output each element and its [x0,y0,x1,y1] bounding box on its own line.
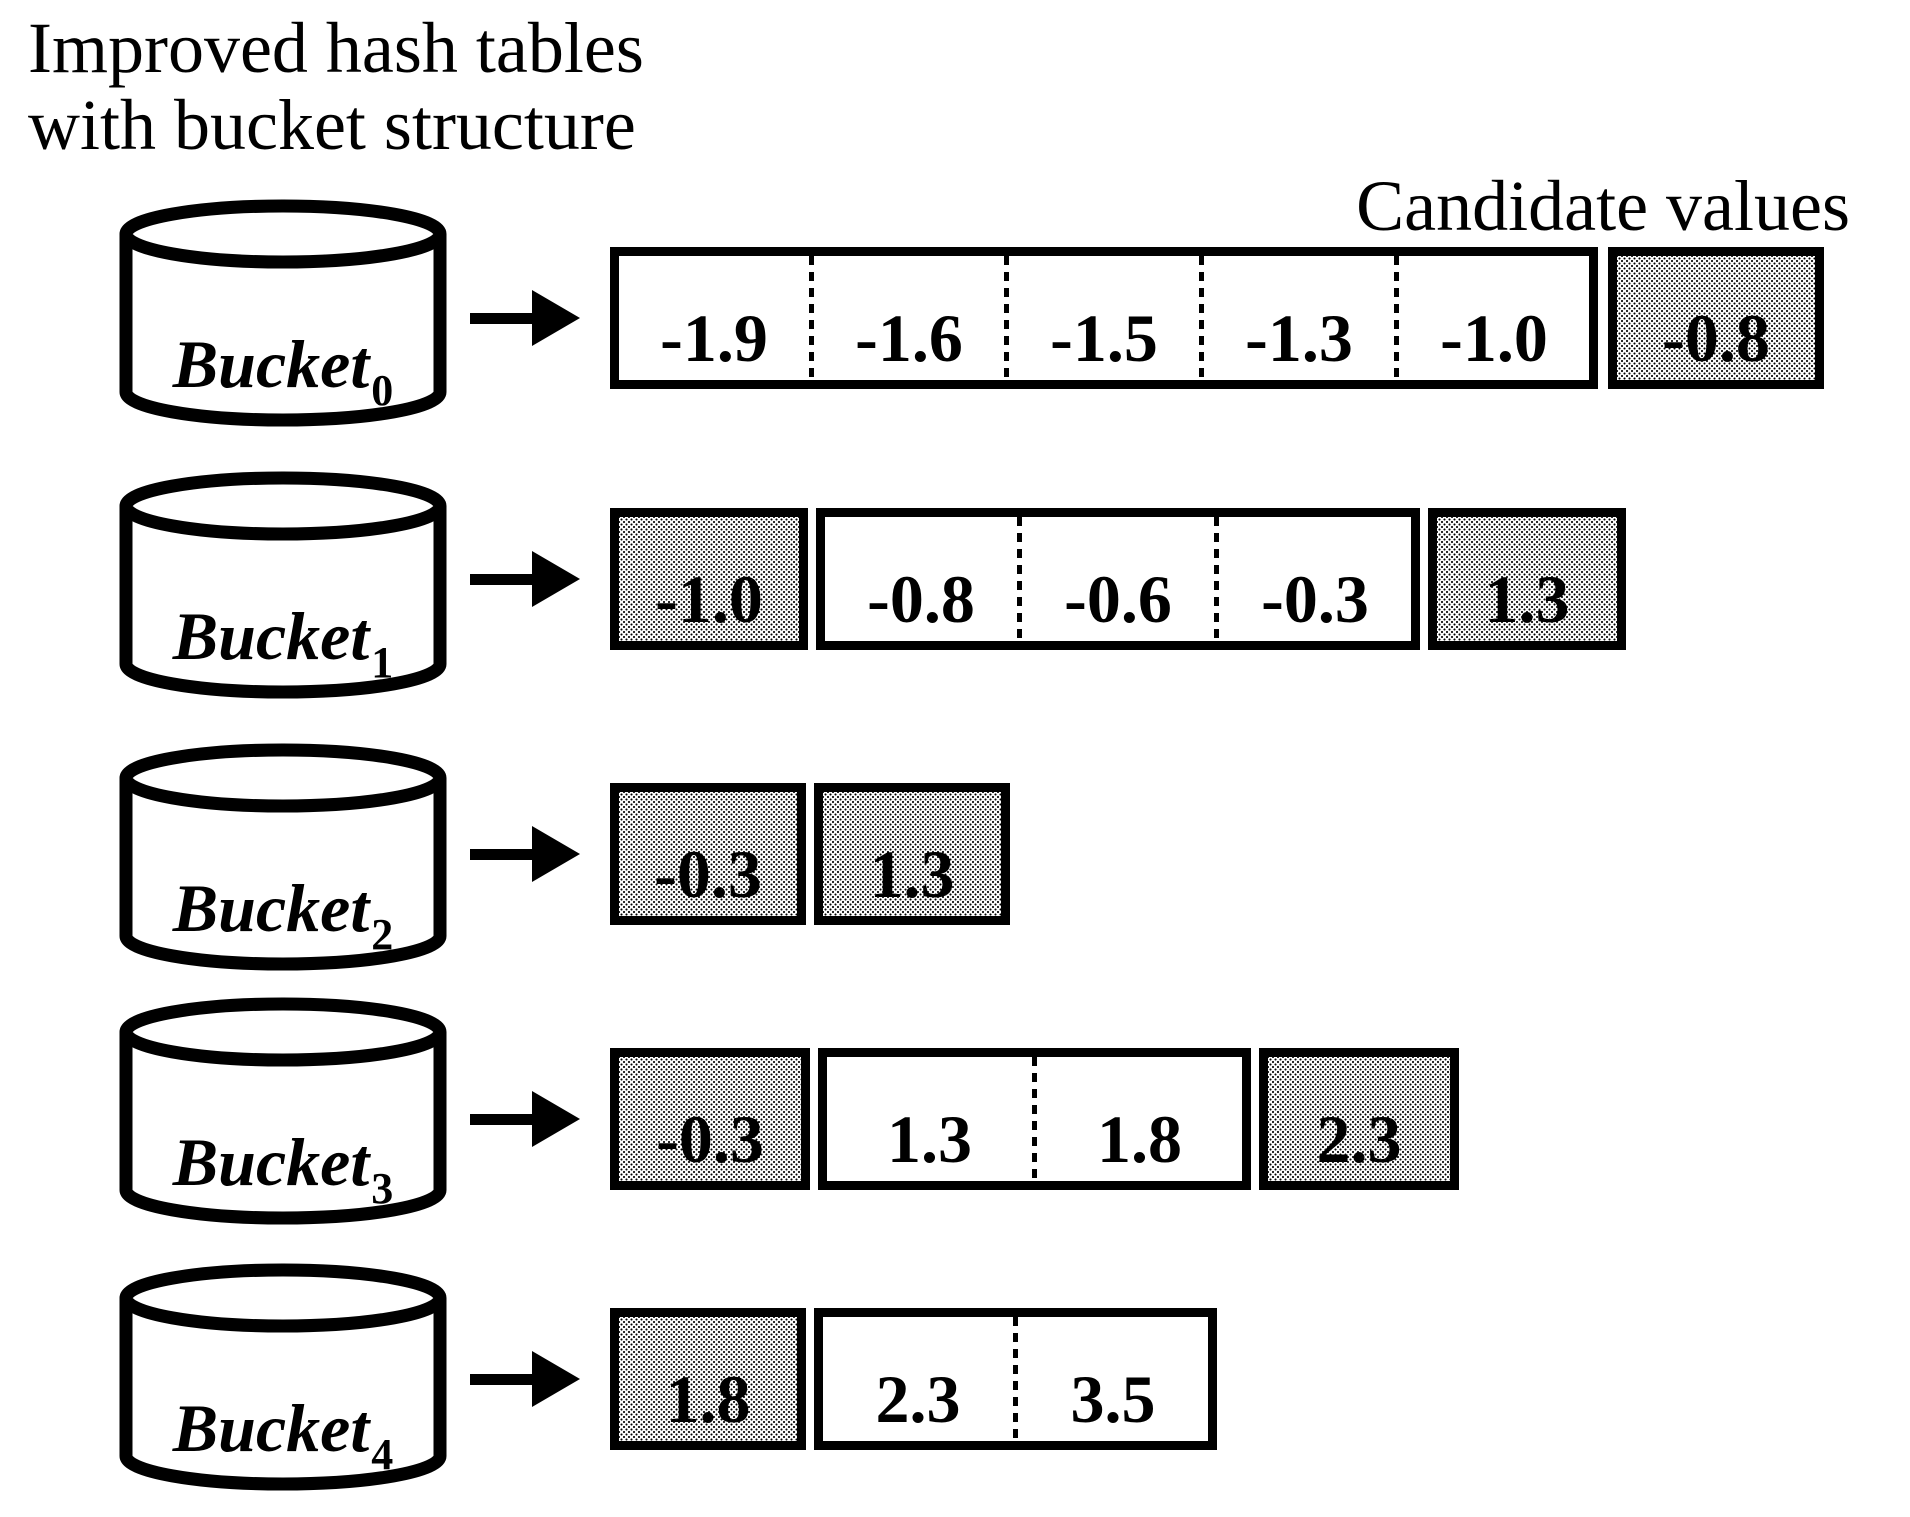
candidate-cell: 1.8 [610,1308,806,1450]
bucket-label-subscript: 4 [371,1430,394,1479]
bucket-cells: -0.3 1.3 1.8 2.3 [610,1048,1459,1190]
bucket-label-subscript: 1 [371,638,394,687]
bucket-label-text: Bucket [172,326,370,402]
arrow-head [532,551,580,607]
database-cylinder-icon [119,743,447,971]
bucket-cells: -1.9 -1.6 -1.5 -1.3 -1.0 -0.8 [610,247,1824,389]
arrow-right-icon [470,1091,580,1147]
table-cell: 1.3 [887,1101,972,1177]
candidate-cell: 1.3 [1428,508,1626,650]
cell-separator [1004,256,1009,380]
diagram-title: Improved hash tables with bucket structu… [28,10,644,164]
table-cell: 3.5 [1070,1361,1156,1437]
bucket-label-subscript: 2 [371,910,394,959]
cell-separator [1199,256,1204,380]
candidate-cell: -0.3 [610,1048,810,1190]
bucket-row-0: Bucket0 -1.9 -1.6 -1.5 -1.3 -1.0 -0.8 [0,198,1910,438]
bucket-label-subscript: 0 [371,366,394,415]
bucket-label: Bucket4 [118,1394,448,1477]
arrow-shaft [470,312,534,324]
arrow-head [532,826,580,882]
table-cell: 1.8 [1097,1101,1182,1177]
arrow-head [532,290,580,346]
arrow-shaft [470,1373,534,1385]
bucket-cells: 1.8 2.3 3.5 [610,1308,1217,1450]
arrow-right-icon [470,1351,580,1407]
arrow-shaft [470,573,534,585]
bucket-label-subscript: 3 [371,1164,394,1213]
value-table: -0.8 -0.6 -0.3 [816,508,1420,650]
value-table: 2.3 3.5 [814,1308,1217,1450]
table-cell: -1.3 [1245,300,1353,376]
cell-separator [1214,517,1219,641]
bucket-cylinder: Bucket1 [118,470,448,700]
database-cylinder-icon [119,997,447,1225]
title-line-1: Improved hash tables [28,8,644,88]
candidate-cell: 2.3 [1259,1048,1459,1190]
database-cylinder-icon [119,199,447,427]
bucket-label-text: Bucket [172,1390,370,1466]
cell-separator [1017,517,1022,641]
database-cylinder-icon [119,1263,447,1491]
bucket-label-text: Bucket [172,598,370,674]
bucket-cylinder: Bucket2 [118,742,448,972]
arrow-head [532,1091,580,1147]
candidate-cell: 1.3 [814,783,1010,925]
arrow-shaft [470,848,534,860]
table-cell: -1.6 [855,300,963,376]
cell-separator [1013,1317,1018,1441]
database-cylinder-icon [119,471,447,699]
table-cell: -0.8 [867,561,975,637]
table-cell: -1.9 [660,300,768,376]
title-line-2: with bucket structure [28,85,636,165]
table-cell: -0.6 [1064,561,1172,637]
bucket-label-text: Bucket [172,1124,370,1200]
cell-separator [809,256,814,380]
bucket-label: Bucket0 [118,330,448,413]
bucket-cylinder: Bucket4 [118,1262,448,1492]
bucket-row-4: Bucket4 1.8 2.3 3.5 [0,1262,1910,1502]
bucket-label: Bucket2 [118,874,448,957]
cell-separator [1394,256,1399,380]
value-table: -1.9 -1.6 -1.5 -1.3 -1.0 [610,247,1598,389]
table-cell: -0.3 [1261,561,1369,637]
candidate-cell: -0.8 [1608,247,1824,389]
table-cell: -1.0 [1440,300,1548,376]
bucket-label: Bucket1 [118,602,448,685]
table-cell: -1.5 [1050,300,1158,376]
table-cell: 2.3 [875,1361,961,1437]
arrow-head [532,1351,580,1407]
candidate-cell: -0.3 [610,783,806,925]
candidate-cell: -1.0 [610,508,808,650]
arrow-right-icon [470,551,580,607]
value-table: 1.3 1.8 [818,1048,1251,1190]
cell-separator [1032,1057,1037,1181]
bucket-cylinder: Bucket0 [118,198,448,428]
bucket-label: Bucket3 [118,1128,448,1211]
bucket-label-text: Bucket [172,870,370,946]
bucket-row-3: Bucket3 -0.3 1.3 1.8 2.3 [0,996,1910,1236]
candidate-values-label: Candidate values [1356,166,1850,246]
bucket-cells: -1.0 -0.8 -0.6 -0.3 1.3 [610,508,1626,650]
arrow-right-icon [470,290,580,346]
arrow-shaft [470,1113,534,1125]
bucket-cylinder: Bucket3 [118,996,448,1226]
arrow-right-icon [470,826,580,882]
bucket-row-1: Bucket1 -1.0 -0.8 -0.6 -0.3 1.3 [0,470,1910,710]
